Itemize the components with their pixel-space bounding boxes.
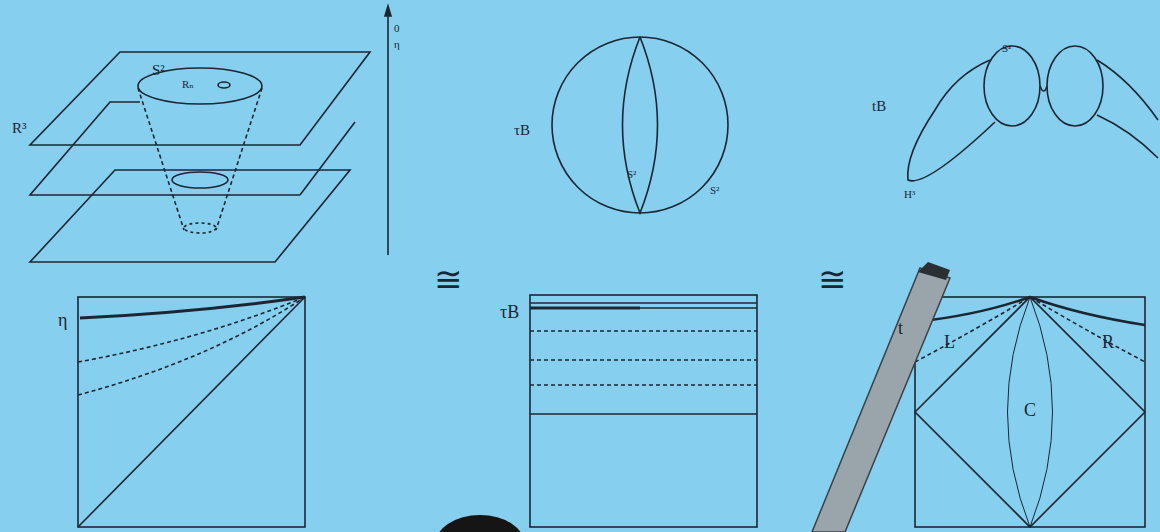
pen	[812, 268, 950, 532]
lens	[1008, 297, 1053, 527]
label: S²	[150, 62, 167, 79]
label: H³	[902, 188, 917, 201]
label: η	[392, 38, 402, 51]
label: S²	[1000, 42, 1013, 55]
slice	[530, 307, 640, 310]
label: L	[942, 332, 957, 352]
penrose-rect	[530, 295, 757, 527]
axis	[387, 12, 389, 255]
pen-tip	[918, 262, 950, 280]
label: R³	[10, 120, 29, 137]
slice	[530, 413, 757, 415]
label: C	[1022, 400, 1038, 420]
slice	[78, 297, 305, 362]
label: τB	[512, 122, 532, 139]
hyperbolic-wing	[1097, 60, 1158, 158]
neck	[1040, 86, 1047, 91]
slice	[530, 384, 757, 386]
sphere-circle	[552, 37, 728, 213]
slice	[80, 297, 305, 318]
penrose-square	[915, 297, 1145, 527]
lens	[623, 37, 658, 213]
sphere-ellipse	[172, 172, 228, 188]
label: τB	[498, 302, 521, 322]
small-ellipse	[218, 82, 230, 88]
label: S²	[708, 184, 721, 197]
sphere-ellipse	[184, 223, 216, 233]
label: ≅	[432, 262, 464, 298]
slice	[530, 359, 757, 361]
slice	[640, 307, 757, 309]
plane	[30, 52, 370, 145]
cone-line	[216, 88, 262, 230]
hyperbolic-wing	[908, 60, 995, 181]
sphere-ellipse	[1047, 46, 1103, 126]
slice	[530, 302, 757, 304]
slice	[78, 297, 305, 395]
diamond	[915, 297, 1145, 527]
label: η	[56, 310, 69, 330]
label: t	[896, 318, 905, 338]
label: S²	[625, 168, 638, 181]
label: tB	[870, 98, 888, 115]
plane	[30, 170, 350, 262]
diagonal	[78, 297, 305, 527]
sphere-ellipse	[984, 46, 1040, 126]
label: R	[1100, 332, 1116, 352]
plane	[30, 102, 300, 195]
label: ≅	[816, 262, 848, 298]
label: 0	[392, 22, 402, 35]
label: Rₙ	[180, 78, 196, 91]
penrose-square	[78, 297, 305, 527]
slice	[530, 330, 757, 332]
slice	[915, 297, 1145, 325]
plane	[300, 122, 355, 195]
head	[435, 515, 525, 532]
slice	[915, 297, 1145, 362]
arrowhead	[385, 6, 391, 16]
cone-line	[138, 88, 184, 230]
